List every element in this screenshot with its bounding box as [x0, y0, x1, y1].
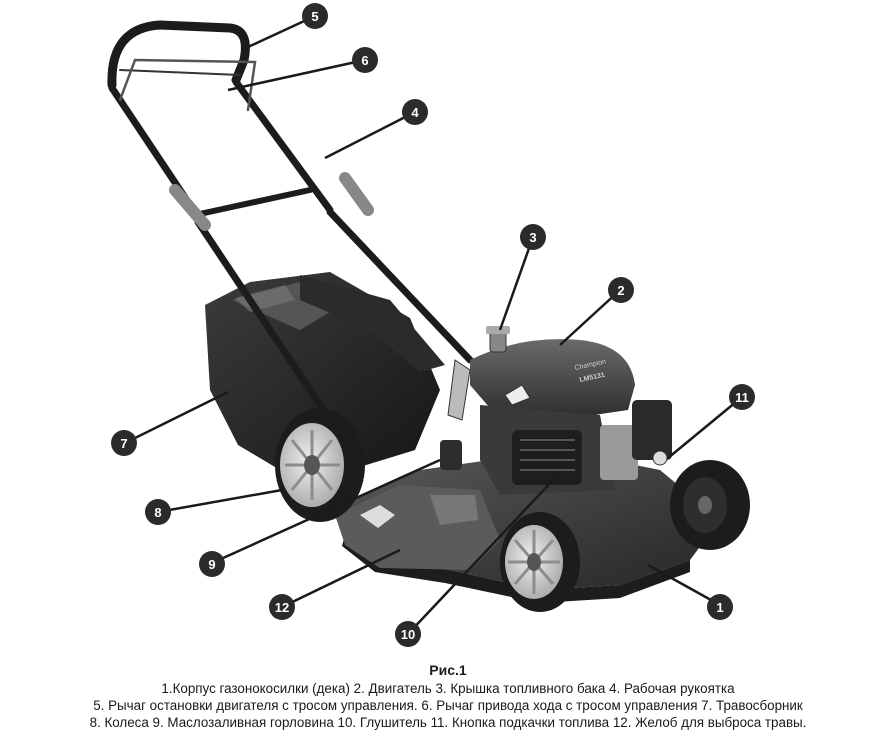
callout-10: 10	[395, 621, 421, 647]
callout-2: 2	[608, 277, 634, 303]
caption-line-1: 1.Корпус газонокосилки (дека) 2. Двигате…	[161, 681, 735, 696]
caption-line-3: 8. Колеса 9. Маслозаливная горловина 10.…	[89, 715, 807, 730]
callout-6-number: 6	[361, 53, 368, 68]
callout-11: 11	[729, 384, 755, 410]
callout-4: 4	[402, 99, 428, 125]
callout-1: 1	[707, 594, 733, 620]
leader-lines	[124, 14, 743, 635]
callout-5: 5	[302, 3, 328, 29]
front-right-wheel	[670, 460, 750, 550]
caption-line-2: 5. Рычаг остановки двигателя с тросом уп…	[93, 698, 803, 713]
callout-6: 6	[352, 47, 378, 73]
callout-9-number: 9	[208, 557, 215, 572]
callout-11-number: 11	[735, 390, 749, 405]
rear-left-wheel	[275, 408, 365, 522]
figure-title: Рис.1	[429, 662, 467, 678]
lawn-mower-diagram: Champion LM5131	[107, 3, 755, 647]
callout-10-number: 10	[401, 627, 415, 642]
callout-7: 7	[111, 430, 137, 456]
callout-12: 12	[269, 594, 295, 620]
callout-2-number: 2	[617, 283, 624, 298]
discharge-chute	[335, 485, 500, 570]
callout-5-number: 5	[311, 9, 318, 24]
callout-1-number: 1	[716, 600, 723, 615]
front-left-wheel	[500, 512, 580, 612]
callout-8: 8	[145, 499, 171, 525]
fuel-cap	[486, 326, 510, 353]
callout-3: 3	[520, 224, 546, 250]
callout-7-number: 7	[120, 436, 127, 451]
oil-filler	[440, 359, 471, 470]
engine: Champion LM5131	[470, 339, 672, 495]
callout-12-number: 12	[275, 600, 289, 615]
callout-3-number: 3	[529, 230, 536, 245]
callout-4-number: 4	[411, 105, 419, 120]
callout-8-number: 8	[154, 505, 161, 520]
callout-9: 9	[199, 551, 225, 577]
